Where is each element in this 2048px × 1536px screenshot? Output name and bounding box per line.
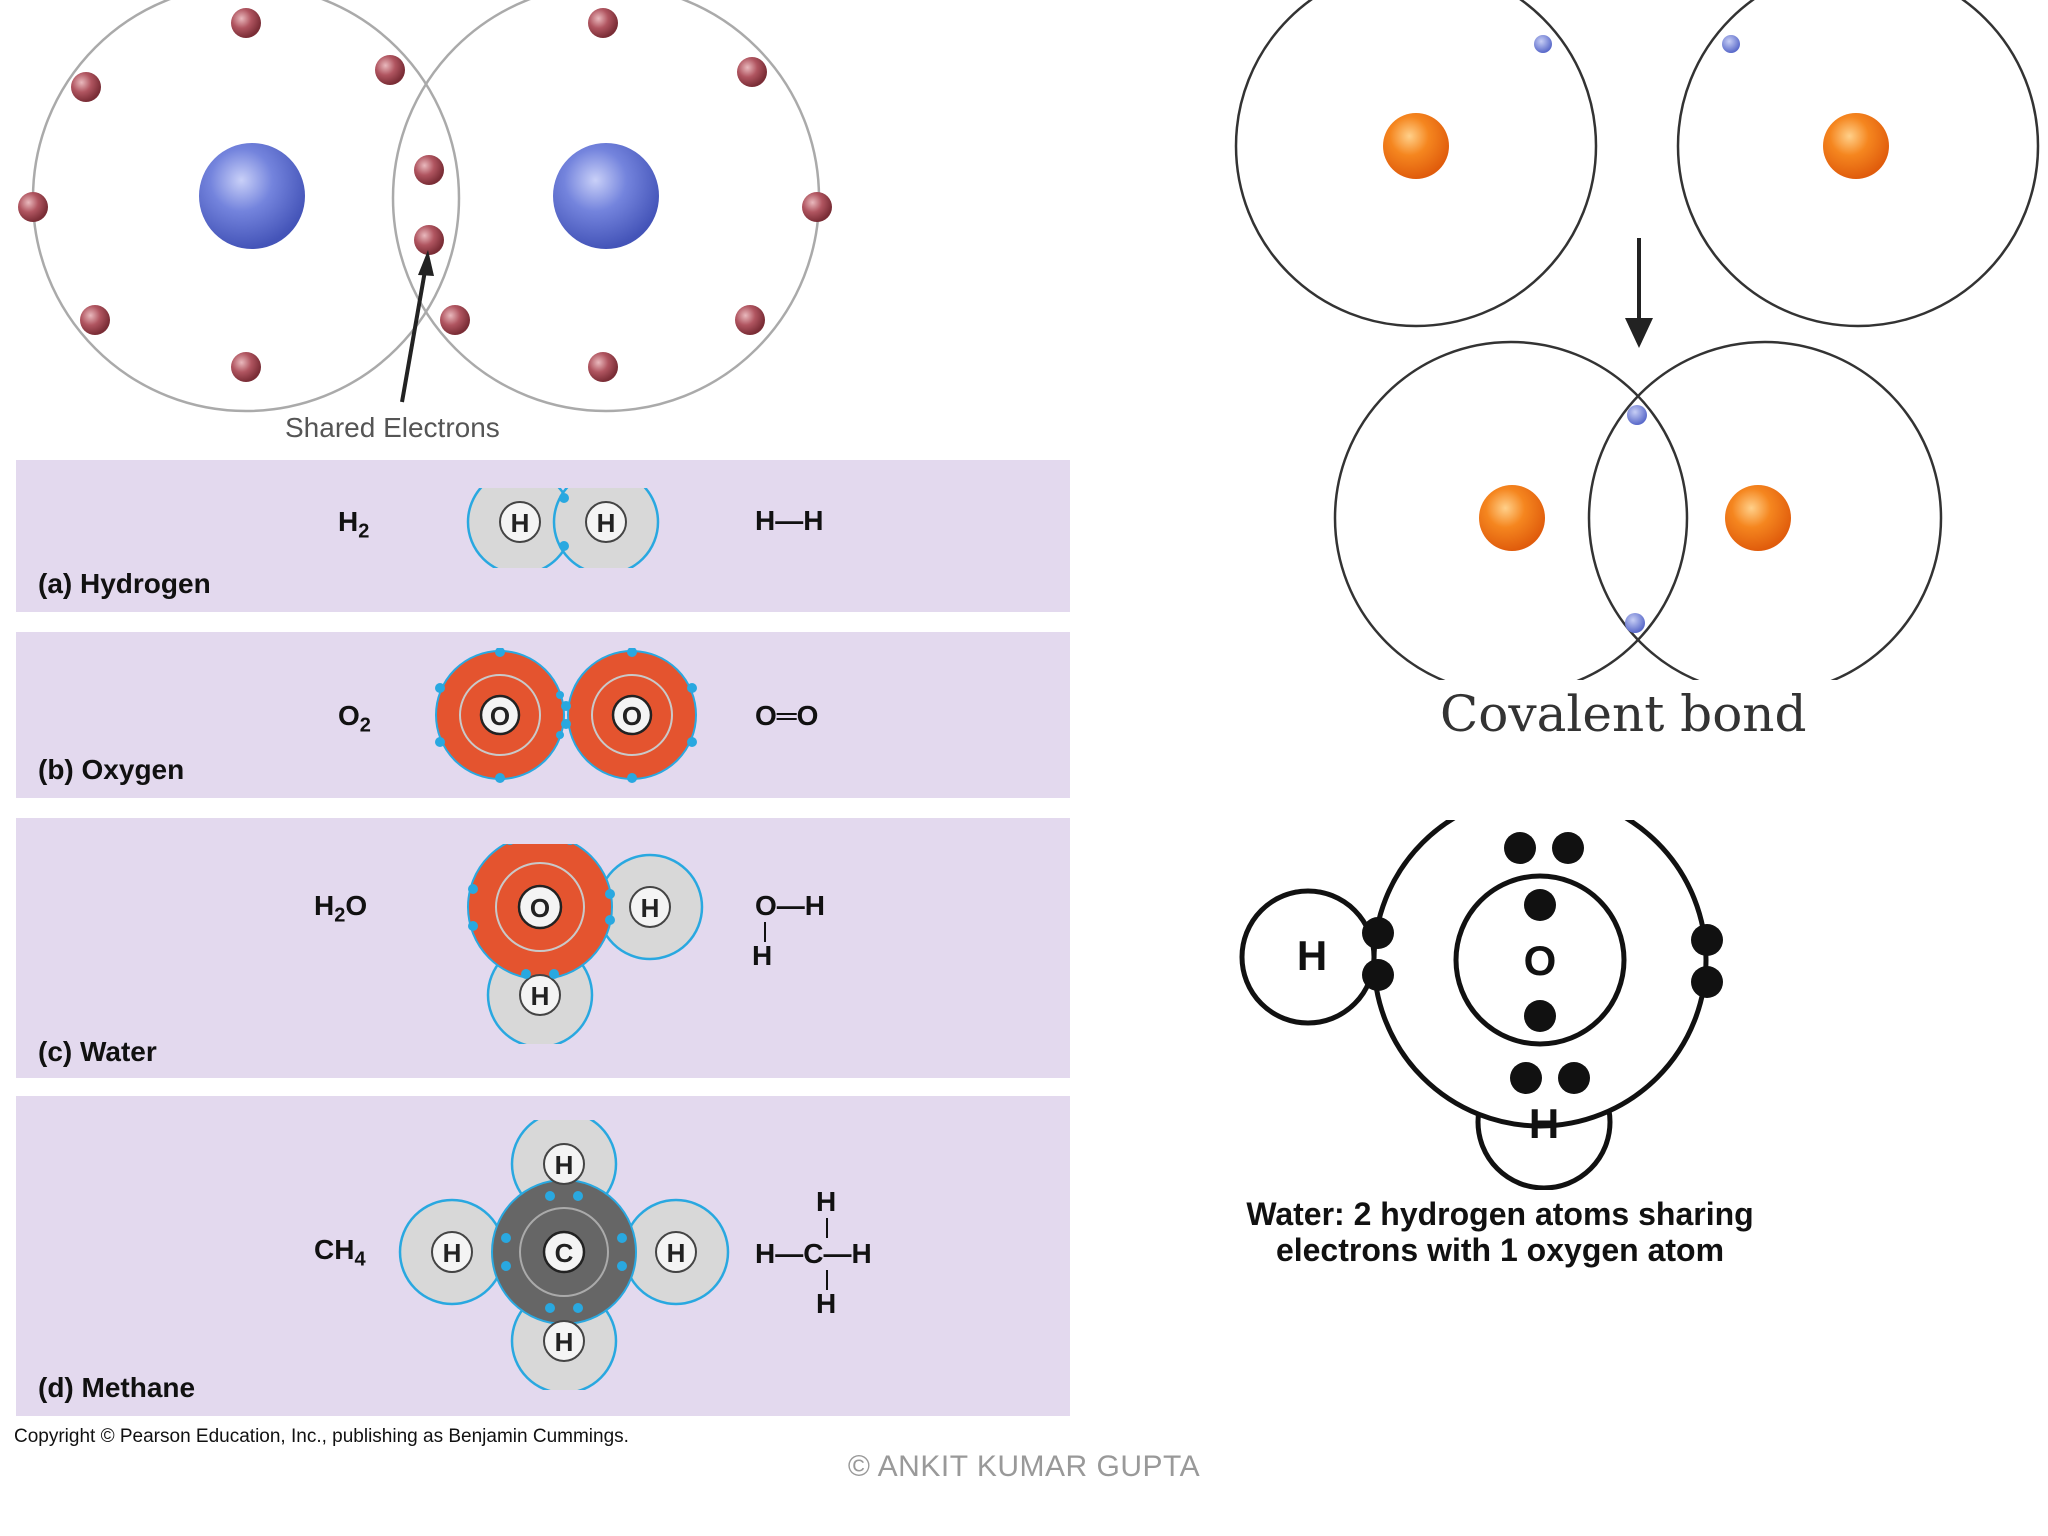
shared-electrons-label: Shared Electrons	[285, 412, 500, 443]
oxygen-name: (b) Oxygen	[38, 754, 185, 785]
oxygen-formula: O2	[338, 700, 371, 737]
water-caption-line2: electrons with 1 oxygen atom	[1275, 1232, 1725, 1268]
water-vertical-bond	[764, 922, 766, 942]
h-label-right: H	[597, 508, 616, 538]
methane-h-top: H	[555, 1150, 574, 1180]
lower-left-atom	[1333, 340, 1689, 680]
oxygen-structural: O═O	[755, 700, 819, 731]
down-arrow-head	[1625, 318, 1653, 348]
oxygen-molecule: O O	[435, 648, 697, 783]
water-h-label-bottom: H	[531, 981, 550, 1011]
shared-arrow-head	[418, 250, 434, 276]
left-nucleus	[199, 143, 305, 249]
methane-c-label: C	[555, 1238, 574, 1268]
upper-left-atom	[1234, 0, 1598, 328]
water-caption-line1: Water: 2 hydrogen atoms sharing	[1246, 1196, 1754, 1232]
water-structural-top: O—H	[755, 890, 825, 921]
hydrogen-name: (a) Hydrogen	[38, 568, 211, 599]
methane-vertical-bond-bottom	[826, 1270, 828, 1290]
shared-electrons-diagram	[18, 0, 832, 413]
methane-h-bottom: H	[555, 1327, 574, 1357]
water-dot-h-left: H	[1297, 932, 1327, 979]
right-nucleus	[553, 143, 659, 249]
upper-right-atom	[1676, 0, 2040, 328]
methane-molecule: C H H H H	[398, 1120, 730, 1390]
water-molecule: O H H	[467, 844, 704, 1044]
water-dot-h-bottom: H	[1529, 1100, 1559, 1147]
water-caption: Water: 2 hydrogen atoms sharing electron…	[1120, 1196, 1880, 1268]
shared-arrow-line	[400, 264, 428, 403]
water-dot-diagram: H O H	[1239, 820, 1723, 1190]
water-dot-o: O	[1524, 937, 1557, 984]
hydrogen-formula: H2	[338, 506, 370, 543]
methane-structural-bottom: H	[816, 1288, 837, 1319]
methane-vertical-bond-top	[826, 1218, 828, 1238]
lower-right-atom	[1587, 340, 1943, 680]
watermark: © ANKIT KUMAR GUPTA	[847, 1450, 1201, 1483]
methane-structural-center: H—C—H	[755, 1238, 872, 1269]
water-formula: H2O	[314, 890, 368, 927]
o-inner-shell	[1453, 873, 1627, 1047]
water-o-label: O	[530, 893, 550, 923]
methane-h-left: H	[443, 1238, 462, 1268]
h-label-left: H	[511, 508, 530, 538]
water-h-label-right: H	[641, 893, 660, 923]
hydrogen-structural: H—H	[755, 505, 824, 536]
methane-h-right: H	[667, 1238, 686, 1268]
methane-structural-top: H	[816, 1186, 837, 1217]
water-name: (c) Water	[38, 1036, 157, 1067]
electrons	[18, 8, 832, 382]
o-label-right: O	[622, 701, 642, 731]
methane-formula: CH4	[314, 1234, 366, 1271]
methane-name: (d) Methane	[38, 1372, 196, 1403]
hydrogen-molecule: H H	[466, 488, 660, 568]
water-structural-bottom: H	[752, 940, 773, 971]
pearson-copyright: Copyright © Pearson Education, Inc., pub…	[14, 1426, 629, 1447]
covalent-bond-label: Covalent bond	[1440, 685, 1807, 743]
o-label-left: O	[490, 701, 510, 731]
covalent-bond-diagram	[1234, 0, 2040, 680]
